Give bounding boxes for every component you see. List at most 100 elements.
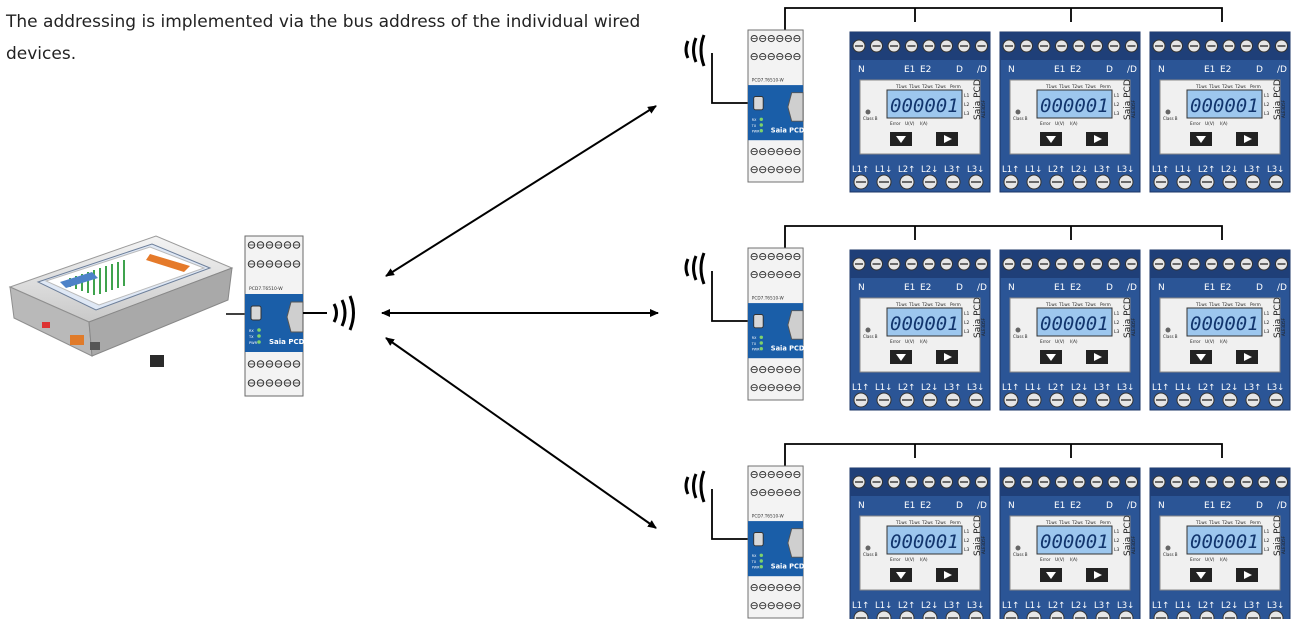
terminal-label-top: D — [956, 501, 963, 511]
meter-class: Class B — [863, 334, 878, 339]
tariff-label: T1ws — [908, 84, 920, 89]
tariff-label: T2ws — [1234, 302, 1246, 307]
meter-brand: Saia PCD — [973, 297, 983, 338]
phase-label: L3 — [1264, 547, 1270, 553]
terminal-label-bottom: L1↓ — [1175, 601, 1192, 611]
tariff-label: T1ws — [895, 520, 907, 525]
terminal-label-bottom: L3↑ — [944, 165, 961, 175]
terminal-label-bottom: L1↑ — [852, 383, 869, 393]
terminal-label-bottom: L3↓ — [967, 165, 984, 175]
meter-status-label: Error — [1190, 557, 1201, 563]
terminal-label-bottom: L2↓ — [1221, 383, 1238, 393]
meter-class: Class B — [1163, 116, 1178, 121]
terminal-label-top: /D — [1127, 283, 1137, 293]
tariff-label: T1ws — [1045, 84, 1057, 89]
phase-label: L2 — [964, 538, 970, 544]
meter-status-label: Error — [1190, 121, 1201, 127]
terminal-label-top: N — [858, 283, 865, 293]
terminal-label-bottom: L2↑ — [1198, 601, 1215, 611]
meter-status-label: U(V) — [1205, 121, 1215, 127]
meter-model: ALE3D5F — [981, 99, 986, 118]
terminal-label-top: E2 — [1070, 65, 1081, 75]
terminal-label-bottom: L3↑ — [1094, 383, 1111, 393]
terminal-label-top: E1 — [1204, 501, 1215, 511]
phase-label: L1 — [964, 311, 970, 317]
terminal-label-bottom: L1↓ — [1025, 383, 1042, 393]
tariff-label: T1ws — [1195, 84, 1207, 89]
tariff-label: Perm — [1100, 84, 1111, 89]
tariff-label: T1ws — [1045, 520, 1057, 525]
terminal-label-bottom: L2↓ — [921, 165, 938, 175]
phase-label: L3 — [1114, 329, 1120, 335]
meter-brand: Saia PCD — [973, 515, 983, 556]
meter-status-label: Error — [1040, 339, 1051, 345]
terminal-label-bottom: L2↓ — [1071, 383, 1088, 393]
meter-status-label: U(V) — [1205, 557, 1215, 563]
meter-brand: Saia PCD — [973, 79, 983, 120]
terminal-label-bottom: L3↓ — [967, 383, 984, 393]
terminal-label-bottom: L2↓ — [1071, 165, 1088, 175]
tariff-label: T2ws — [1084, 84, 1096, 89]
meter-status-label: U(V) — [1055, 339, 1065, 345]
terminal-label-top: E1 — [1204, 65, 1215, 75]
meter-brand: Saia PCD — [1123, 515, 1133, 556]
terminal-label-top: /D — [977, 501, 987, 511]
module-status-label: PWR — [752, 348, 760, 352]
tariff-label: T2ws — [1234, 520, 1246, 525]
meter-status-label: I(A) — [1220, 557, 1228, 563]
tariff-label: Perm — [1100, 520, 1111, 525]
meter-status-label: Error — [1040, 557, 1051, 563]
tariff-label: T2ws — [921, 520, 933, 525]
tariff-label: T2ws — [1221, 84, 1233, 89]
terminal-label-top: N — [858, 65, 865, 75]
caption: The addressing is implemented via the bu… — [6, 12, 641, 64]
meter-status-label: I(A) — [1070, 121, 1078, 127]
module-status-label: RX — [249, 329, 254, 333]
touch-panel-controller-icon — [8, 235, 234, 367]
phase-label: L2 — [964, 102, 970, 108]
phase-label: L1 — [964, 529, 970, 535]
terminal-label-bottom: L1↓ — [1025, 165, 1042, 175]
tariff-label: T1ws — [1058, 302, 1070, 307]
phase-label: L1 — [1264, 311, 1270, 317]
terminal-label-top: /D — [1277, 65, 1287, 75]
meter-status-label: Error — [890, 339, 901, 345]
phase-label: L3 — [964, 547, 970, 553]
terminal-label-bottom: L1↑ — [1152, 601, 1169, 611]
terminal-label-top: D — [1106, 501, 1113, 511]
phase-label: L2 — [1114, 538, 1120, 544]
terminal-label-bottom: L1↓ — [1175, 383, 1192, 393]
meter-brand: Saia PCD — [1273, 79, 1283, 120]
terminal-label-top: E2 — [920, 65, 931, 75]
meter-status-label: U(V) — [905, 339, 915, 345]
terminal-label-bottom: L2↑ — [1198, 383, 1215, 393]
phase-label: L1 — [1114, 529, 1120, 535]
meter-class: Class B — [1013, 552, 1028, 557]
terminal-label-bottom: L3↑ — [1094, 165, 1111, 175]
terminal-label-bottom: L3↑ — [1244, 383, 1261, 393]
terminal-label-top: D — [1256, 283, 1263, 293]
terminal-label-bottom: L2↑ — [898, 601, 915, 611]
phase-label: L1 — [1264, 529, 1270, 535]
terminal-label-top: E2 — [1220, 283, 1231, 293]
terminal-label-top: E1 — [904, 65, 915, 75]
terminal-label-bottom: L3↑ — [1244, 165, 1261, 175]
meter-status-label: Error — [1040, 121, 1051, 127]
meter-brand: Saia PCD — [1273, 297, 1283, 338]
tariff-label: Perm — [950, 520, 961, 525]
meter-brand: Saia PCD — [1273, 515, 1283, 556]
bidirectional-arrow-icon — [385, 105, 657, 277]
terminal-label-bottom: L1↓ — [875, 383, 892, 393]
phase-label: L3 — [1114, 547, 1120, 553]
terminal-label-bottom: L3↓ — [1267, 165, 1284, 175]
terminal-label-bottom: L2↑ — [898, 165, 915, 175]
tariff-label: Perm — [1250, 84, 1261, 89]
terminal-label-bottom: L1↓ — [875, 601, 892, 611]
terminal-label-top: D — [956, 65, 963, 75]
terminal-label-bottom: L2↓ — [921, 383, 938, 393]
meter-status-label: U(V) — [1055, 557, 1065, 563]
